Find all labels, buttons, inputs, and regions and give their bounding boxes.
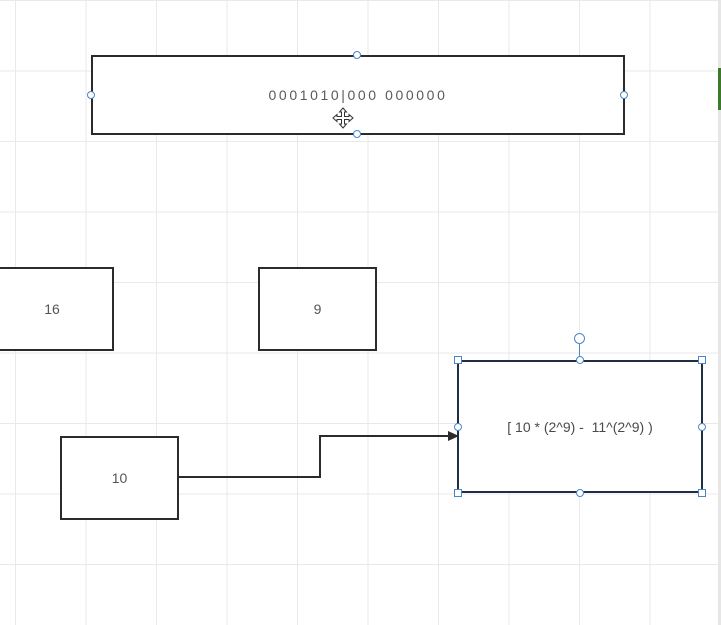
expression-box[interactable]: [ 10 * (2^9) - 11^(2^9) )	[457, 360, 703, 493]
resize-handle-top[interactable]	[576, 356, 584, 364]
connector-line[interactable]	[179, 435, 450, 478]
resize-handle-top-right[interactable]	[698, 356, 706, 364]
resize-handle-left[interactable]	[87, 91, 95, 99]
number-box-9[interactable]: 9	[258, 267, 377, 351]
expression-label: [ 10 * (2^9) - 11^(2^9) )	[507, 418, 653, 435]
number-box-16-label: 16	[44, 301, 60, 317]
resize-handle-top[interactable]	[353, 51, 361, 59]
resize-handle-top-left[interactable]	[454, 356, 462, 364]
binary-value-label: 0001010|000 000000	[268, 87, 448, 103]
rotate-handle[interactable]	[574, 333, 585, 344]
resize-handle-right[interactable]	[698, 423, 706, 431]
binary-value-box[interactable]: 0001010|000 000000	[91, 55, 625, 135]
move-cursor-icon	[332, 107, 354, 129]
resize-handle-bottom[interactable]	[353, 130, 361, 138]
number-box-10[interactable]: 10	[60, 436, 179, 520]
resize-handle-bottom-right[interactable]	[698, 489, 706, 497]
resize-handle-right[interactable]	[620, 91, 628, 99]
resize-handle-left[interactable]	[454, 423, 462, 431]
right-edge-scrollbar[interactable]	[718, 0, 721, 625]
resize-handle-bottom[interactable]	[576, 489, 584, 497]
resize-handle-bottom-left[interactable]	[454, 489, 462, 497]
number-box-9-label: 9	[313, 301, 322, 317]
rotate-handle-stem	[579, 344, 580, 360]
number-box-10-label: 10	[111, 470, 128, 486]
number-box-16[interactable]: 16	[0, 267, 114, 351]
side-panel-tab[interactable]	[718, 68, 721, 110]
